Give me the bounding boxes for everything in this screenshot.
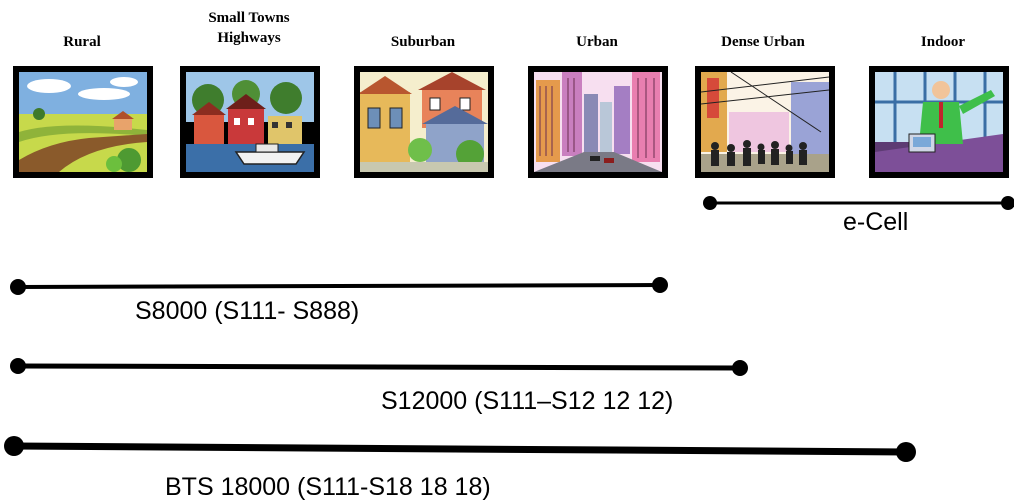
small-town-icon	[180, 66, 320, 178]
dense-urban-crowd-icon	[695, 66, 835, 178]
rural-landscape-icon	[13, 66, 153, 178]
env-label-rural: Rural	[63, 34, 101, 50]
env-label-indoor: Indoor	[920, 34, 966, 50]
e-cell-label: e-Cell	[843, 208, 909, 236]
indoor-office-icon	[869, 66, 1009, 178]
env-label-suburban: Suburban	[390, 34, 456, 50]
s12000-label: S12000 (S111–S12 12 12)	[381, 387, 674, 415]
e-cell-range-line	[703, 196, 1014, 210]
env-label-small-towns: Small Towns Highways	[208, 10, 290, 46]
suburban-houses-icon	[354, 66, 494, 178]
env-label-dense-urban: Dense Urban	[721, 34, 805, 50]
urban-street-icon	[528, 66, 668, 178]
s8000-label: S8000 (S111- S888)	[135, 297, 360, 325]
s8000-range-line	[10, 277, 668, 295]
env-label-urban: Urban	[576, 34, 618, 50]
bts18000-range-line	[4, 436, 916, 462]
bts18000-label: BTS 18000 (S111-S18 18 18)	[165, 473, 491, 501]
s12000-range-line	[10, 358, 748, 376]
